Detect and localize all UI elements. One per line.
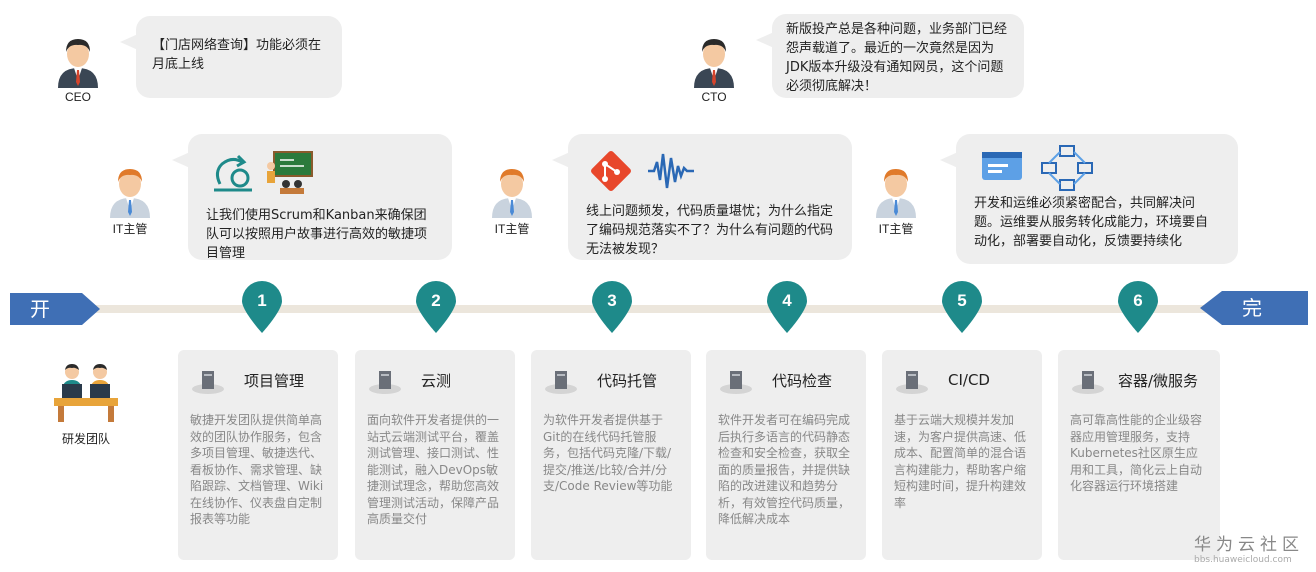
- card-project-management: 项目管理 敏捷开发团队提供简单高效的团队协作服务，包含多项目管理、敏捷迭代、看板…: [178, 350, 338, 560]
- card-code-hosting: 代码托管 为软件开发者提供基于Git的在线代码托管服务，包括代码克隆/下载/提交…: [531, 350, 691, 560]
- it-manager-3-avatar: IT主管: [866, 164, 926, 237]
- card-description: 敏捷开发团队提供简单高效的团队协作服务，包含多项目管理、敏捷迭代、看板协作、需求…: [190, 413, 324, 526]
- card-title: 云测: [421, 371, 452, 390]
- bubble-icons: [974, 142, 1220, 194]
- card-description: 基于云端大规模并发加速，为客户提供高速、低成本、配置简单的混合语言构建能力，帮助…: [894, 413, 1027, 510]
- waveform-icon: [648, 153, 694, 189]
- card-title: 代码托管: [597, 371, 658, 390]
- server-icon: [718, 365, 754, 395]
- step-pin-icon: [942, 281, 982, 333]
- step-marker-6: 6: [1116, 281, 1160, 333]
- it-manager-3-label: IT主管: [878, 222, 914, 236]
- server-icon: [367, 365, 403, 395]
- timeline-track: [40, 305, 1270, 313]
- step-pin-icon: [592, 281, 632, 333]
- step-number: 6: [1133, 291, 1143, 310]
- timeline-start-arrow: 开: [10, 293, 100, 325]
- step-number: 2: [431, 291, 441, 310]
- dev-team: 研发团队: [48, 362, 124, 447]
- person-icon: [694, 39, 734, 88]
- brand-url: bbs.huaweicloud.com: [1194, 555, 1292, 565]
- server-icon: [543, 365, 579, 395]
- it-manager-1-speech-text: 让我们使用Scrum和Kanban来确保团队可以按照用户故事进行高效的敏捷项目管…: [206, 208, 428, 261]
- bubble-icons: [586, 144, 834, 202]
- card-description: 软件开发者可在编码完成后执行多语言的代码静态检查和安全检查，获取全面的质量报告，…: [718, 413, 851, 526]
- cto-speech-text: 新版投产总是各种问题，业务部门已经怨声载道了。最近的一次竟然是因为JDK版本升级…: [786, 22, 1008, 94]
- step-pin-icon: [1118, 281, 1158, 333]
- dev-team-label: 研发团队: [61, 432, 110, 446]
- step-number: 5: [957, 291, 967, 310]
- ceo-avatar: CEO: [48, 34, 108, 104]
- scrum-cycle-icon: [214, 154, 252, 192]
- brand-name: 华为云社区: [1194, 535, 1304, 555]
- kanban-board-icon: [267, 151, 313, 194]
- step-number: 1: [257, 291, 267, 310]
- timeline-start-label: 开: [30, 297, 50, 321]
- card-description: 为软件开发者提供基于Git的在线代码托管服务，包括代码克隆/下载/提交/推送/比…: [543, 413, 673, 493]
- step-marker-1: 1: [240, 281, 284, 333]
- it-manager-2-speech-bubble: 线上问题频发，代码质量堪忧；为什么指定了编码规范落实不了？为什么有问题的代码无法…: [552, 134, 852, 260]
- it-manager-2-label: IT主管: [494, 222, 530, 236]
- timeline-end-arrow: 完: [1200, 291, 1308, 325]
- card-title: 代码检查: [772, 371, 833, 390]
- card-title: CI/CD: [948, 371, 990, 389]
- step-number: 3: [607, 291, 617, 310]
- step-pin-icon: [767, 281, 807, 333]
- it-manager-1-speech-bubble: 让我们使用Scrum和Kanban来确保团队可以按照用户故事进行高效的敏捷项目管…: [172, 134, 452, 261]
- dev-team-icon: [54, 364, 118, 422]
- step-marker-2: 2: [414, 281, 458, 333]
- it-manager-3-speech-text: 开发和运维必须紧密配合，共同解决问题。运维要从服务转化成能力，环境要自动化，部署…: [974, 196, 1209, 249]
- card-description: 面向软件开发者提供的一站式云端测试平台，覆盖测试管理、接口测试、性能测试，融入D…: [367, 413, 500, 526]
- it-manager-3-speech-bubble: 开发和运维必须紧密配合，共同解决问题。运维要从服务转化成能力，环境要自动化，部署…: [940, 134, 1238, 264]
- it-manager-1-avatar: IT主管: [100, 164, 160, 237]
- card-container-microservice: 容器/微服务 高可靠高性能的企业级容器应用管理服务，支持Kubernetes社区…: [1058, 350, 1220, 560]
- cto-speech-bubble: 新版投产总是各种问题，业务部门已经怨声载道了。最近的一次竟然是因为JDK版本升级…: [756, 14, 1024, 98]
- card-title: 项目管理: [244, 371, 305, 390]
- step-pin-icon: [242, 281, 282, 333]
- it-manager-1-label: IT主管: [112, 222, 148, 236]
- step-marker-4: 4: [765, 281, 809, 333]
- server-icon: [1070, 365, 1106, 395]
- bubble-icons: [206, 144, 434, 206]
- step-number: 4: [782, 291, 792, 310]
- step-marker-3: 3: [590, 281, 634, 333]
- card-cloud-test: 云测 面向软件开发者提供的一站式云端测试平台，覆盖测试管理、接口测试、性能测试，…: [355, 350, 515, 560]
- person-icon: [58, 39, 98, 88]
- network-nodes-icon: [1041, 145, 1093, 191]
- cto-avatar: CTO: [684, 34, 744, 104]
- it-manager-2-speech-text: 线上问题频发，代码质量堪忧；为什么指定了编码规范落实不了？为什么有问题的代码无法…: [586, 204, 834, 257]
- step-marker-5: 5: [940, 281, 984, 333]
- ceo-label: CEO: [64, 90, 91, 104]
- browser-window-icon: [982, 152, 1022, 180]
- cto-label: CTO: [701, 90, 727, 104]
- person-icon: [492, 169, 532, 218]
- card-description: 高可靠高性能的企业级容器应用管理服务，支持Kubernetes社区原生应用和工具…: [1070, 413, 1203, 493]
- person-icon: [876, 169, 916, 218]
- server-icon: [894, 365, 930, 395]
- card-code-check: 代码检查 软件开发者可在编码完成后执行多语言的代码静态检查和安全检查，获取全面的…: [706, 350, 866, 560]
- step-pin-icon: [416, 281, 456, 333]
- arrow-right-icon: [10, 293, 100, 325]
- arrow-left-icon: [1200, 291, 1308, 325]
- it-manager-2-avatar: IT主管: [482, 164, 542, 237]
- ceo-speech-text: 【门店网络查询】功能必须在月底上线: [152, 38, 322, 72]
- git-icon: [591, 151, 631, 191]
- ceo-speech-bubble: 【门店网络查询】功能必须在月底上线: [120, 16, 342, 98]
- server-icon: [190, 365, 226, 395]
- card-ci-cd: CI/CD 基于云端大规模并发加速，为客户提供高速、低成本、配置简单的混合语言构…: [882, 350, 1042, 560]
- person-icon: [110, 169, 150, 218]
- timeline-end-label: 完: [1242, 296, 1262, 320]
- brand-watermark: 华为云社区 bbs.huaweicloud.com: [1194, 530, 1304, 565]
- card-title: 容器/微服务: [1118, 371, 1199, 390]
